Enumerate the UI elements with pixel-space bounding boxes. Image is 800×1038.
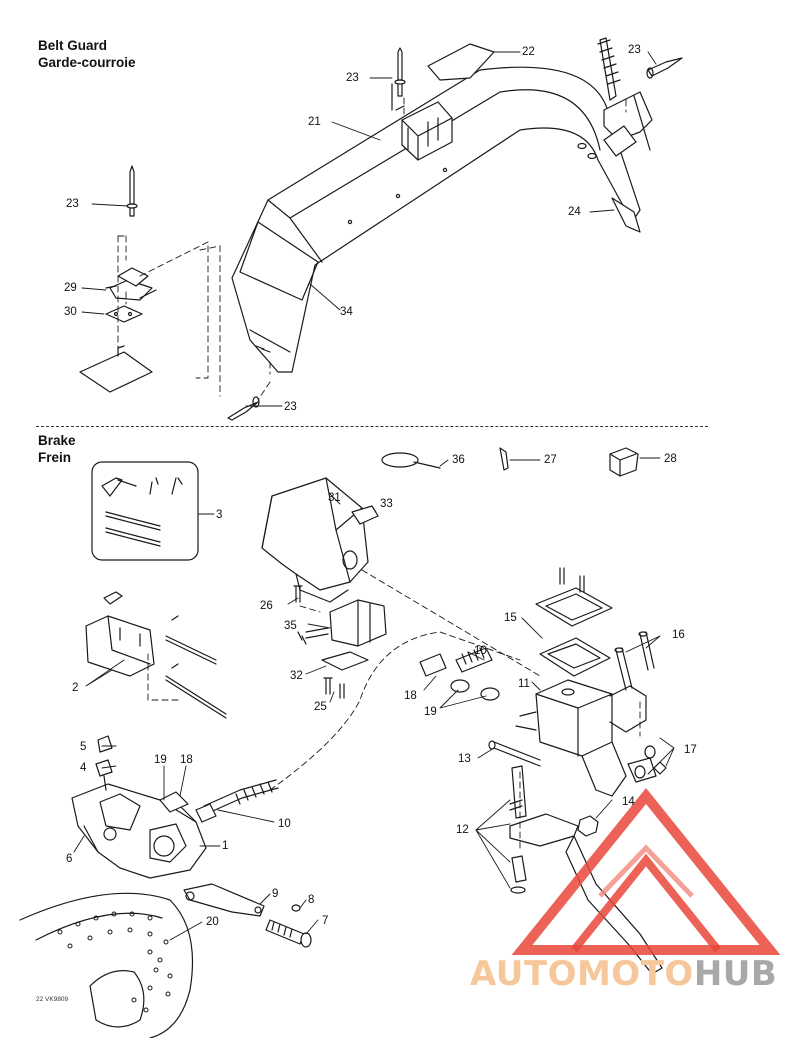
bracket-32 <box>321 651 369 671</box>
callout-34: 34 <box>340 306 353 318</box>
leader-lines <box>73 51 675 941</box>
bracket-24 <box>611 197 641 233</box>
watermark-text-automoto: AUTOMOTO <box>470 954 694 994</box>
callout-13: 13 <box>458 753 471 765</box>
callout-18-upper: 18 <box>404 690 417 702</box>
decal-33 <box>351 505 379 525</box>
callout-16: 16 <box>672 629 685 641</box>
pushrod-13 <box>488 740 541 767</box>
callout-24: 24 <box>568 206 581 218</box>
callout-32: 32 <box>290 670 303 682</box>
belt-guard-title-en: Belt Guard <box>38 38 108 53</box>
switch-35 <box>297 599 387 647</box>
fastener-23-top <box>394 47 406 97</box>
brake-title: Brake Frein <box>38 432 76 466</box>
parts-36-27-28 <box>381 447 639 477</box>
decal-22 <box>427 43 495 81</box>
callout-6: 6 <box>66 853 73 865</box>
caliper-1 <box>71 783 207 879</box>
caliper-bracket-2 <box>85 591 227 719</box>
callout-17: 17 <box>684 744 697 756</box>
callout-19-lower: 19 <box>154 754 167 766</box>
hose-fitting-10-upper <box>455 647 493 673</box>
callout-10-lower: 10 <box>278 818 291 830</box>
callout-36: 36 <box>452 454 465 466</box>
nut-14 <box>577 815 599 837</box>
figure-code: 22 VK9809 <box>36 996 69 1003</box>
callout-33: 33 <box>380 498 393 510</box>
brake-disc-20 <box>19 892 193 1038</box>
belt-guard-clip <box>391 83 453 161</box>
banjo-bolt-18-upper <box>419 653 500 701</box>
callout-28: 28 <box>664 453 677 465</box>
callout-15: 15 <box>504 612 517 624</box>
callout-21: 21 <box>308 116 321 128</box>
callout-9: 9 <box>272 888 279 900</box>
reservoir-cover-15 <box>535 567 613 677</box>
plate-30 <box>105 305 143 323</box>
callout-23-bottom: 23 <box>284 401 297 413</box>
callout-20: 20 <box>206 916 219 928</box>
callout-2: 2 <box>72 682 79 694</box>
callout-25: 25 <box>314 701 327 713</box>
bolt-7-washer-8 <box>265 904 312 948</box>
callout-23-right: 23 <box>628 44 641 56</box>
callout-29: 29 <box>64 282 77 294</box>
callout-27: 27 <box>544 454 557 466</box>
brake-assembly-lines <box>147 569 641 853</box>
belt-guard-assembly-lines <box>117 97 627 401</box>
bracket-upper-right <box>597 37 653 157</box>
callout-4: 4 <box>80 762 87 774</box>
callout-12: 12 <box>456 824 469 836</box>
callout-11: 11 <box>518 678 530 690</box>
bolts-16 <box>614 631 655 691</box>
callout-18-lower: 18 <box>180 754 193 766</box>
fastener-23-bottom <box>227 396 260 421</box>
watermark-text: AUTOMOTOHUB <box>470 954 777 994</box>
callout-23-left: 23 <box>66 198 79 210</box>
fastener-23-right <box>646 57 683 79</box>
callout-1: 1 <box>222 840 229 852</box>
callout-14: 14 <box>622 796 635 808</box>
belt-guard-title: Belt Guard Garde-courroie <box>38 37 136 71</box>
section-divider <box>36 426 708 427</box>
callout-26: 26 <box>260 600 273 612</box>
brake-title-en: Brake <box>38 433 76 448</box>
brake-hose-10-lower <box>195 779 279 823</box>
callout-35: 35 <box>284 620 297 632</box>
callout-30: 30 <box>64 306 77 318</box>
watermark-logo-mark <box>511 788 781 955</box>
hardware-kit-frame <box>91 461 199 561</box>
bracket-9 <box>183 883 265 917</box>
callout-31: 31 <box>328 492 341 504</box>
mount-bracket-29 <box>105 267 157 301</box>
callout-10-upper: 10 <box>474 645 487 657</box>
callout-7: 7 <box>322 915 329 927</box>
guard-31 <box>261 477 369 603</box>
base-plate <box>79 345 153 393</box>
callout-3: 3 <box>216 509 223 521</box>
fastener-23-left <box>126 165 138 217</box>
callout-19-upper: 19 <box>424 706 437 718</box>
master-cylinder-11 <box>515 679 657 797</box>
watermark-text-hub: HUB <box>693 954 778 994</box>
belt-guard-title-fr: Garde-courroie <box>38 55 136 70</box>
callout-22: 22 <box>522 46 535 58</box>
callout-5: 5 <box>80 741 87 753</box>
callout-23-top: 23 <box>346 72 359 84</box>
callout-8: 8 <box>308 894 315 906</box>
bleeder-4-5 <box>95 735 113 791</box>
brake-title-fr: Frein <box>38 450 72 465</box>
